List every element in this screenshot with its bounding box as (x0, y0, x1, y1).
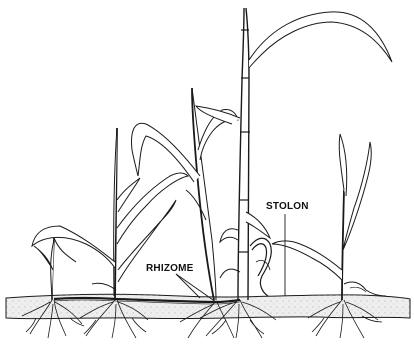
plant-4 (196, 8, 392, 300)
rhizome-label: RHIZOME (146, 263, 194, 274)
plant-1 (34, 238, 76, 300)
plant-2 (32, 128, 188, 300)
stolon (250, 238, 271, 296)
plant-5 (272, 134, 386, 300)
rhizome-leader-line (176, 274, 200, 298)
stolon-label: STOLON (266, 201, 309, 212)
label-leaders (176, 214, 285, 302)
